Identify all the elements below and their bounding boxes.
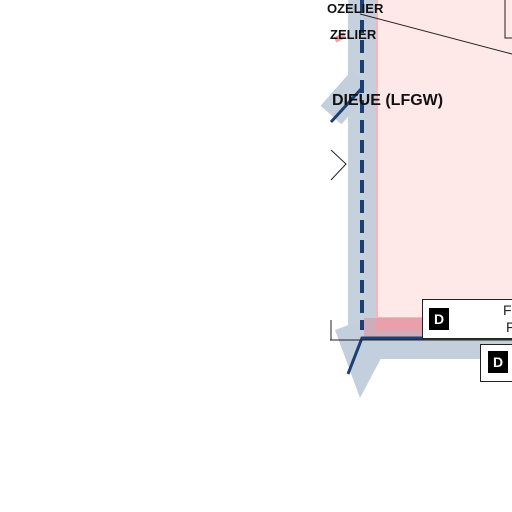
zone-info-box-1-top-text: F — [503, 302, 512, 318]
sector-line — [359, 13, 512, 55]
restricted-zone-border-left — [333, 32, 347, 43]
zone-d-badge-2: D — [488, 351, 508, 373]
place-label-ozelier: OZELIER — [327, 1, 384, 16]
place-label-zelier: ZELIER — [330, 27, 377, 42]
arrow-marker — [330, 149, 347, 181]
restricted-zone-fill — [365, 0, 512, 330]
boundary-line-diagonal — [329, 86, 364, 124]
zone-info-box-1-bottom-text: F — [506, 319, 512, 335]
frame-corner — [504, 0, 512, 39]
tma-band-diagonal-top — [320, 70, 373, 125]
zone-d-badge-1: D — [429, 308, 449, 330]
airfield-label: DIEUE (LFGW) — [332, 92, 444, 109]
